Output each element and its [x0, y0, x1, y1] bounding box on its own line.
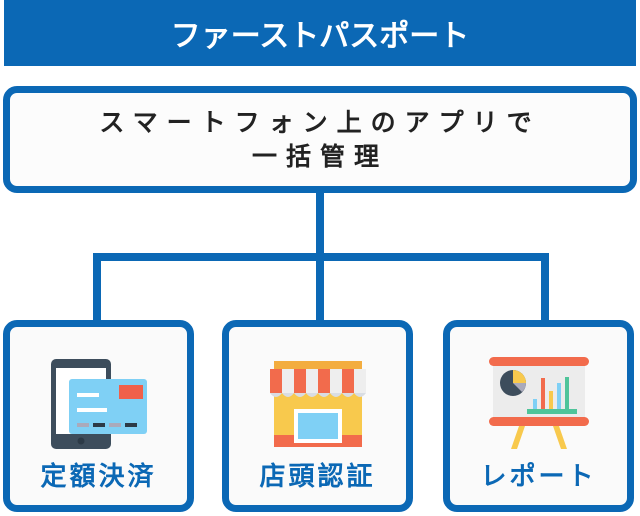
feature-card-payment: 定額決済 [3, 320, 194, 512]
connector-left [93, 253, 101, 323]
main-text-line1: スマートフォン上のアプリで [99, 107, 541, 137]
connector-middle [316, 253, 324, 323]
main-concept-box: スマートフォン上のアプリで 一括管理 [3, 86, 637, 193]
storefront-icon [269, 361, 366, 447]
title-bar: ファーストパスポート [4, 0, 636, 66]
smartphone-card-icon [50, 359, 147, 449]
presentation-chart-icon [488, 357, 589, 449]
connector-right [541, 253, 549, 323]
page-title: ファーストパスポート [170, 19, 470, 54]
feature-label-payment: 定額決済 [40, 462, 157, 492]
feature-label-store: 店頭認証 [259, 462, 376, 492]
feature-label-report: レポート [480, 462, 597, 492]
feature-card-store: 店頭認証 [222, 320, 413, 512]
connector-trunk [316, 193, 324, 259]
feature-card-report: レポート [443, 320, 634, 512]
main-text-line2: 一括管理 [251, 141, 388, 171]
